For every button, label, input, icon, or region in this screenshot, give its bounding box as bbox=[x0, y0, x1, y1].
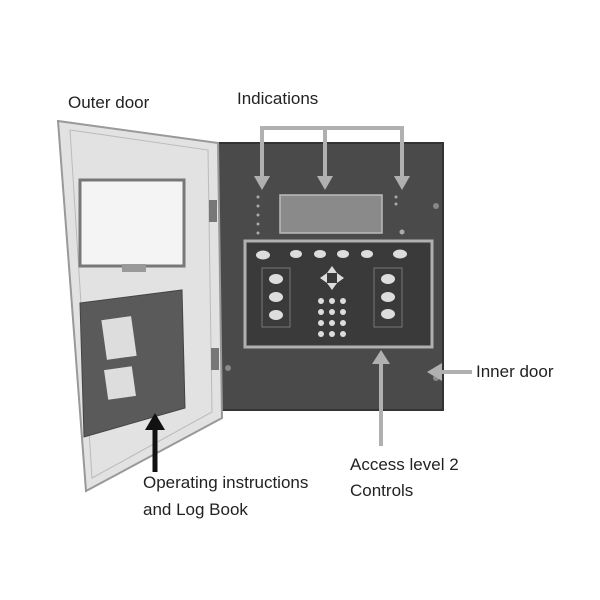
control-buttons bbox=[256, 249, 407, 337]
indication-leds bbox=[256, 195, 405, 235]
inner-panel bbox=[213, 142, 444, 411]
indications-arrowheads bbox=[254, 176, 410, 190]
indications-label: Indications bbox=[237, 89, 319, 108]
access-level-label-line1: Access level 2 bbox=[350, 455, 459, 474]
outer-door-label: Outer door bbox=[68, 93, 150, 112]
door-window bbox=[78, 178, 186, 268]
inner-door-label: Inner door bbox=[476, 362, 554, 381]
inner-door-arrow bbox=[427, 363, 472, 381]
operating-instructions-label-line1: Operating instructions bbox=[143, 473, 309, 492]
lcd-display bbox=[279, 194, 383, 234]
operating-instructions-label-line2: and Log Book bbox=[143, 500, 248, 519]
indications-callout bbox=[260, 126, 404, 180]
access-level-label-line2: Controls bbox=[350, 481, 414, 500]
outer-door bbox=[56, 119, 224, 493]
access-arrow bbox=[372, 350, 390, 446]
operating-instructions-arrow bbox=[145, 413, 165, 472]
